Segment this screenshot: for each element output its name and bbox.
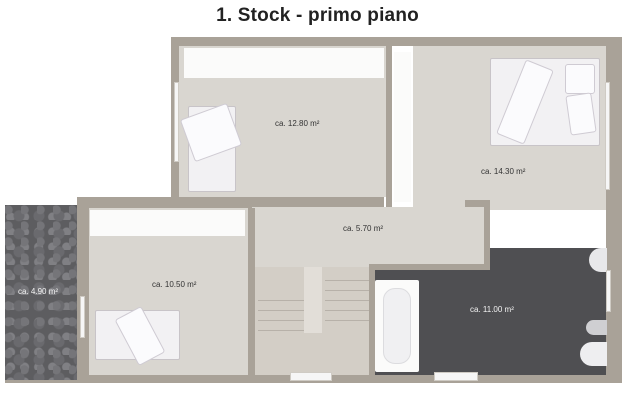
stair-step xyxy=(258,320,304,321)
room-hallway xyxy=(252,207,484,267)
floor-plan-title: 1. Stock - primo piano xyxy=(216,5,419,26)
stair-step xyxy=(325,280,369,281)
wall-partition-top xyxy=(386,46,392,210)
window-bathroom[interactable] xyxy=(606,270,611,312)
stair-step xyxy=(325,290,369,291)
wall-mid-center xyxy=(252,197,384,207)
wall-bedroom-bottom-left-left xyxy=(77,197,89,383)
toilet xyxy=(586,320,607,335)
wall-mid-right xyxy=(465,200,490,208)
wall-hall-bottom xyxy=(369,264,489,270)
stair-step xyxy=(325,310,369,311)
wall-terrace-bottom xyxy=(5,380,79,383)
wall-top xyxy=(171,37,622,46)
wardrobe-top-right-left xyxy=(394,52,411,202)
area-label-bedroom-bottom-left: ca. 10.50 m² xyxy=(152,280,197,289)
room-bathroom-upper xyxy=(490,248,606,272)
wall-mid-left xyxy=(77,197,252,208)
sink xyxy=(589,248,607,272)
area-label-hallway: ca. 5.70 m² xyxy=(343,224,384,233)
stair-step xyxy=(258,310,304,311)
wall-bottom xyxy=(77,375,622,383)
area-label-bedroom-top-right: ca. 14.30 m² xyxy=(481,167,526,176)
area-label-bedroom-top-left: ca. 12.80 m² xyxy=(275,119,320,128)
wardrobe-top-left xyxy=(184,48,384,78)
window-top-left[interactable] xyxy=(174,82,179,162)
area-label-terrace: ca. 4.90 m² xyxy=(18,287,59,296)
pillow-top-right-2 xyxy=(565,92,597,136)
stair-step xyxy=(325,320,369,321)
stair-step xyxy=(258,300,304,301)
bathtub-inner xyxy=(383,288,411,364)
window-bottom-left[interactable] xyxy=(80,296,85,338)
wall-bedroom-bottom-left-right xyxy=(248,208,255,383)
wardrobe-bottom-left xyxy=(90,210,245,236)
window-bottom-bath[interactable] xyxy=(434,372,478,381)
stair-step xyxy=(325,300,369,301)
window-top-right[interactable] xyxy=(605,82,610,190)
terrace-floor xyxy=(5,205,79,383)
bidet xyxy=(580,342,607,366)
window-bottom-stair[interactable] xyxy=(290,372,332,381)
wall-hall-right xyxy=(484,200,490,270)
stair-landing xyxy=(304,267,322,333)
area-label-bathroom: ca. 11.00 m² xyxy=(470,305,514,314)
stair-step xyxy=(258,330,304,331)
wall-bathroom-left xyxy=(369,264,375,383)
pillow-top-right-1 xyxy=(565,64,595,94)
